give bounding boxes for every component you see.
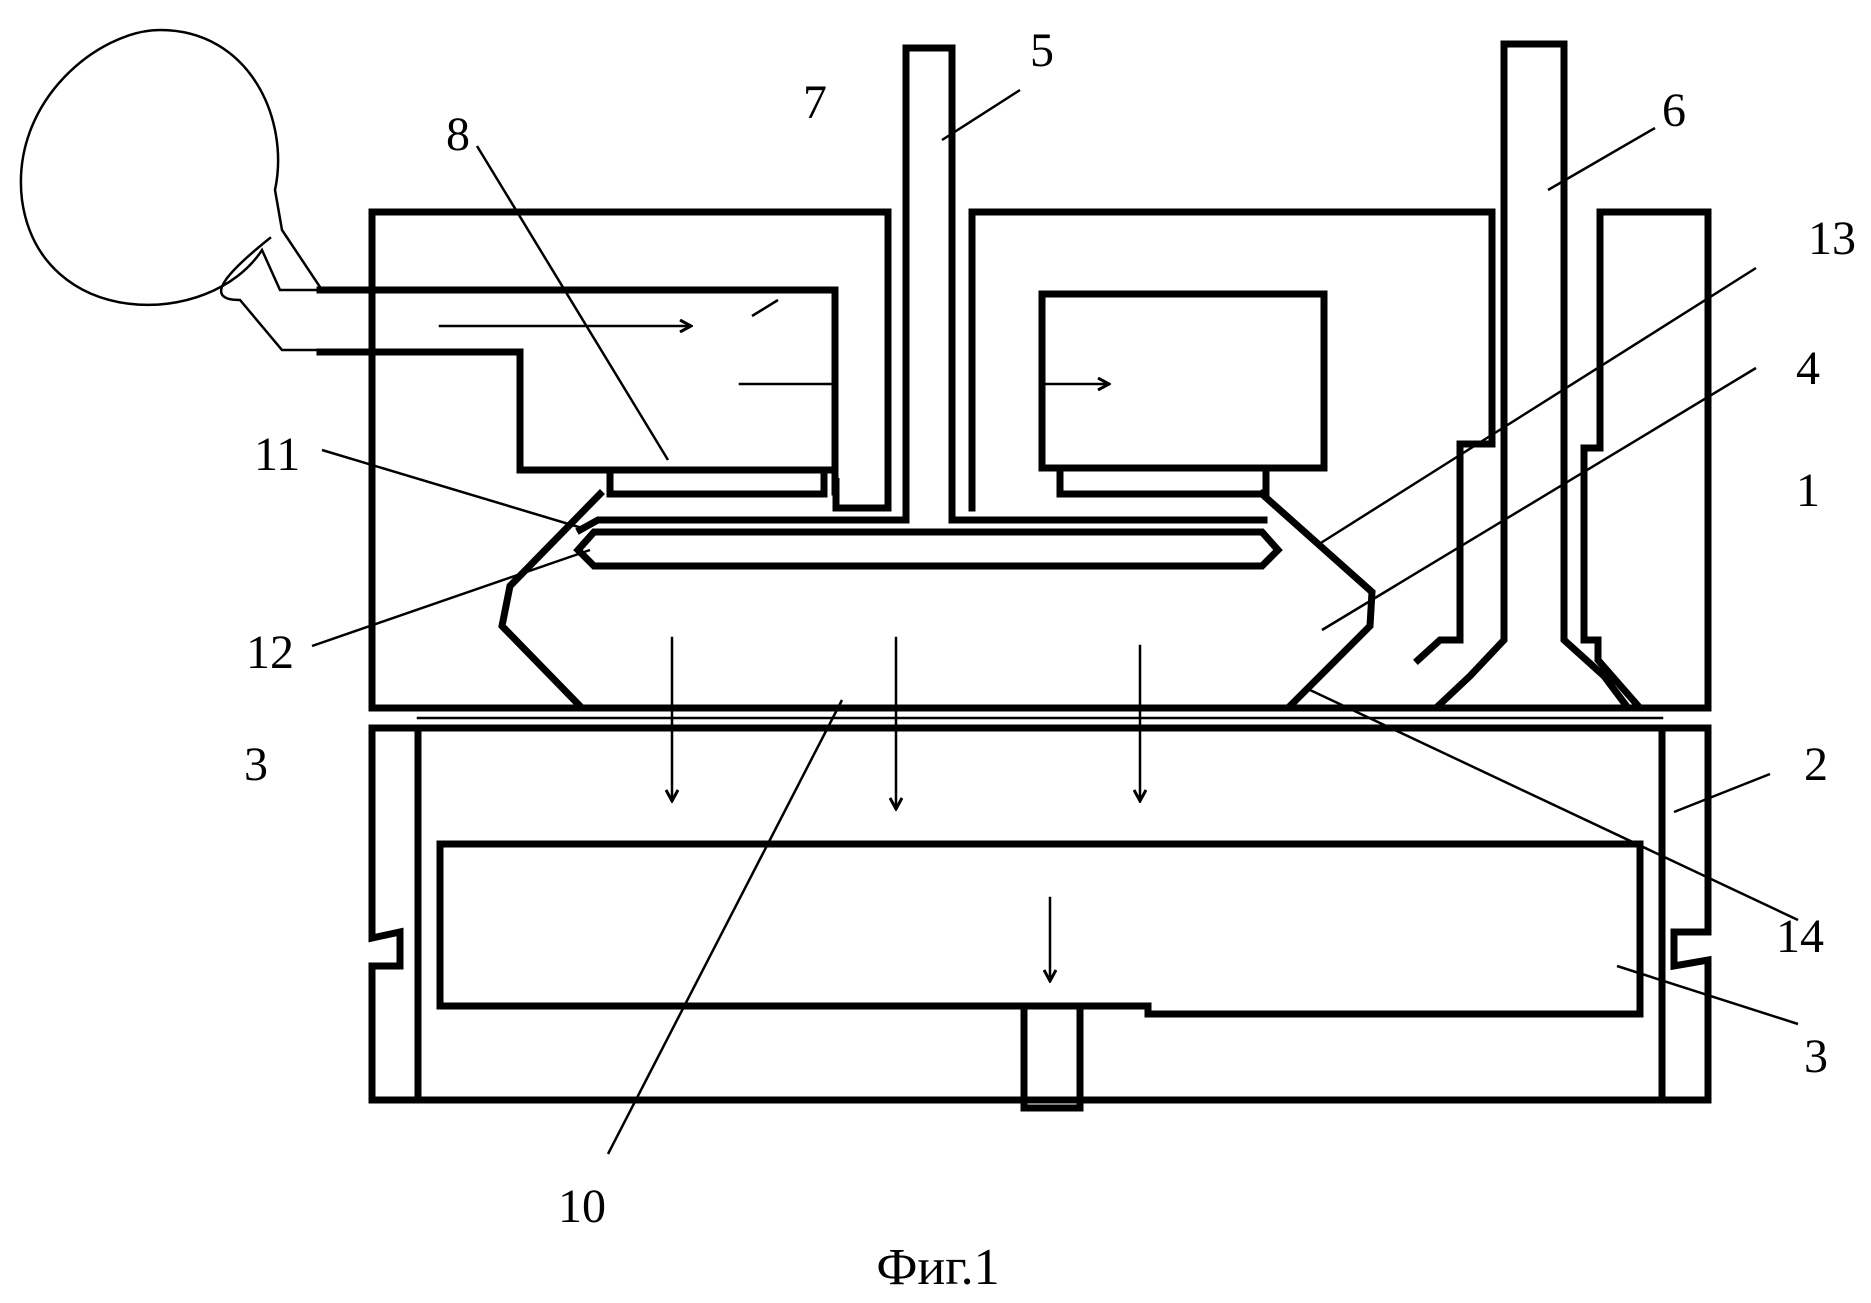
flow-arrows: [672, 638, 1140, 980]
ref-label-13: 13: [1808, 212, 1856, 265]
ref-label-4: 4: [1796, 342, 1820, 395]
gas-source-balloon: [21, 30, 322, 350]
reference-numerals: 5 6 7 8 13 4 1 11 12 3 2 14 3 10: [244, 24, 1856, 1233]
inner-tray-3: [440, 844, 1640, 1108]
ref-label-5: 5: [1030, 24, 1054, 77]
discharge-cavity-4: [502, 494, 1372, 706]
ref-label-14: 14: [1776, 910, 1824, 963]
disk-electrode-12: [578, 532, 1278, 566]
ref-label-3-left: 3: [244, 738, 268, 791]
upper-housing-left: [372, 212, 888, 708]
upper-housing-right: [972, 212, 1492, 660]
ref-label-3-right: 3: [1804, 1030, 1828, 1083]
ref-label-2: 2: [1804, 738, 1828, 791]
ref-label-7: 7: [803, 76, 827, 129]
ref-label-11: 11: [254, 428, 300, 481]
ref-label-10: 10: [558, 1180, 606, 1233]
ref-label-8: 8: [446, 108, 470, 161]
flow-chamber-7: [320, 290, 835, 492]
electrode-seat-left: [610, 470, 824, 494]
leader-lines: [312, 90, 1798, 1154]
ref-label-12: 12: [246, 626, 294, 679]
figure-caption: Фиг.1: [876, 1239, 999, 1296]
ref-label-1: 1: [1796, 464, 1820, 517]
lower-vessel-2: [372, 718, 1708, 1100]
ref-label-6: 6: [1662, 84, 1686, 137]
